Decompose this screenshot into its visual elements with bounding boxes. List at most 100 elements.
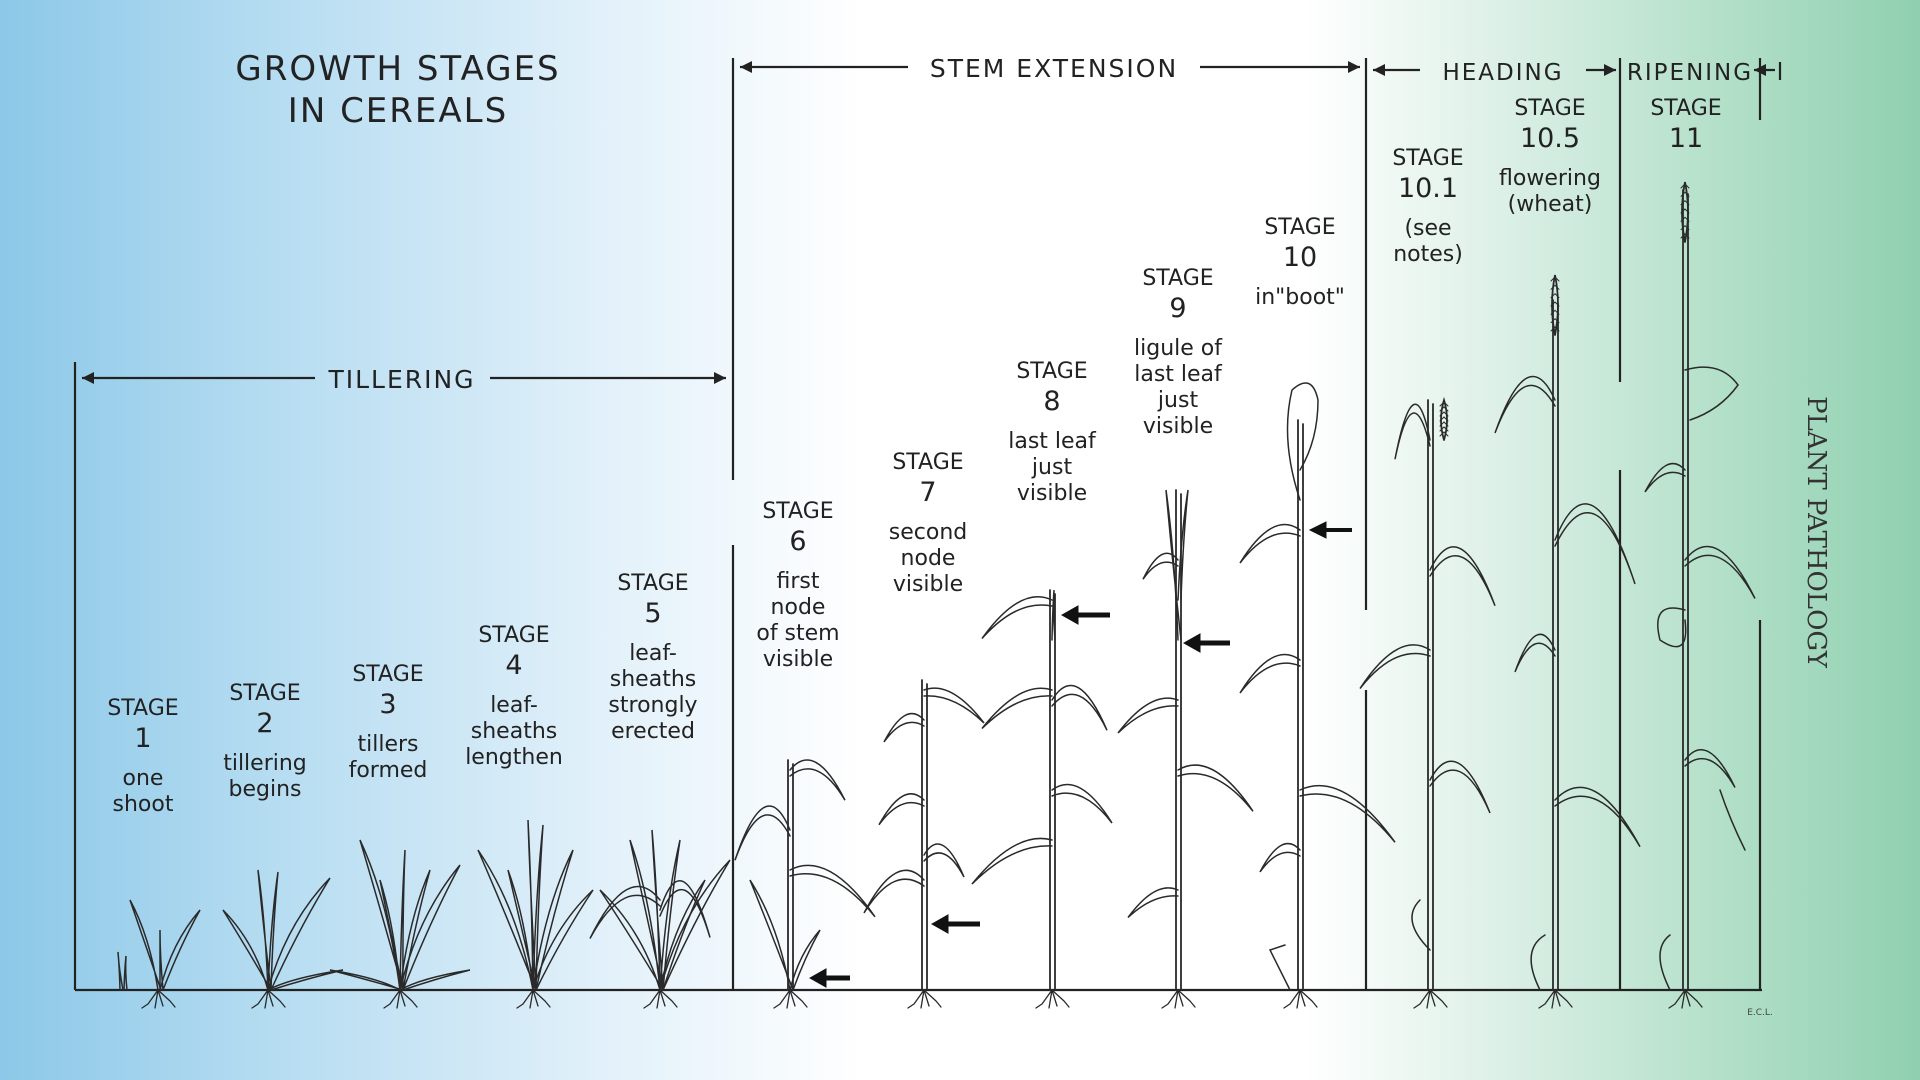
plant-stage-10-5 [1494,274,1641,1009]
plant-leaf [883,712,925,743]
plant-stem [1049,589,1056,991]
plant-ear-spikelet [1680,233,1690,239]
arrow-stage-10 [1308,521,1352,539]
stage-description-line: sheaths [610,667,696,692]
stage-number: 1 [134,723,151,754]
plant-leaf [532,824,544,991]
plant-leaf [923,687,985,724]
plant-roots [907,989,942,1009]
plant-ear-spikelet [1550,309,1560,315]
stage-description-line: tillers [357,732,418,757]
plant-leaf [329,969,404,991]
stage-word: STAGE [1142,266,1213,291]
plant-leaf [359,839,404,991]
plant-ear-spikelet [1550,326,1560,332]
stage-description-line: last leaf [1008,429,1097,454]
plant-leaf [1514,633,1556,673]
plant-leaf [1659,934,1671,991]
plant-leaf [222,909,272,991]
plant-stage-1 [117,899,201,1009]
plant-stage-9 [1117,489,1254,1009]
plant-roots [1413,989,1448,1009]
plant-leaf [1239,653,1301,694]
stage-description-line: last leaf [1134,362,1223,387]
title-line-1: GROWTH STAGES [235,49,560,89]
plant-leaf [1051,589,1056,641]
plant-leaf [257,869,272,991]
plant-leaf [1644,462,1686,493]
arrow-stage-7 [930,914,980,934]
plant-ear-spikelet [1439,431,1449,437]
stage-description-line: flowering [1499,166,1601,191]
arrow-stage-8 [1060,605,1110,625]
plant-stage-4 [477,819,594,1009]
plant-leaf [1554,503,1636,585]
plant-leaf [532,889,594,991]
stage-description-line: notes) [1393,242,1463,267]
plant-leaf [659,859,731,991]
stage-description-line: leaf- [629,641,677,666]
plant-ear [1551,274,1559,336]
plant-leaf [1359,644,1431,689]
plant-leaf [1051,783,1113,824]
plant-leaf [789,929,821,991]
plant-leaf [1429,546,1496,607]
stage-word: STAGE [892,450,963,475]
stage-number: 9 [1169,293,1186,324]
plant-stage-11 [1644,181,1756,1009]
stage-number: 3 [379,689,396,720]
plant-stage-6 [734,759,876,1009]
plant-leaf [1165,489,1182,641]
plant-stem [1682,189,1689,991]
plant-ear-spikelet [1550,276,1560,282]
plant-leaf [1268,944,1291,991]
plant-stage-8 [971,589,1113,1009]
plant-leaf [1286,382,1319,501]
stage-number: 2 [256,708,273,739]
stage-number: 10.5 [1520,123,1580,154]
plant-roots [383,989,418,1009]
plant-ear-spikelet [1550,317,1560,324]
stage-description-line: visible [1017,481,1087,506]
plant-roots [1161,989,1196,1009]
plant-leaf [123,955,128,991]
phase-brackets [73,58,1782,992]
phase-label-heading: HEADING [1442,60,1563,86]
stage-number: 10.1 [1398,173,1458,204]
stage-labels: STAGE1oneshootSTAGE2tilleringbeginsSTAGE… [107,96,1721,817]
plant-ear-spikelet [1550,292,1560,299]
plant-leaf [629,839,664,991]
stage-description-line: (wheat) [1508,192,1593,217]
plant-ear [1681,181,1689,243]
stage-description-line: sheaths [471,719,557,744]
stage-description-line: just [1157,388,1199,413]
plant-roots [1283,989,1318,1009]
plant-ear-spikelet [1439,421,1449,427]
plant-leaf [923,843,965,878]
plant-leaf [651,829,664,991]
stage-number: 8 [1043,386,1060,417]
plant-ear-spikelet [1680,208,1690,214]
plant-leaf [399,864,461,991]
plant-leaf [527,819,537,991]
plant-ear-spikelet [1680,216,1690,222]
plant-leaf [159,929,164,991]
plant-ear [1440,396,1448,441]
stage-word: STAGE [352,662,423,687]
plant-leaf [1684,545,1756,599]
plant-leaf [129,899,162,991]
stage-description-line: of stem [756,621,839,646]
bracket-arrowheads [82,61,1766,384]
stage-description-line: lengthen [465,745,563,770]
stage-description-line: leaf- [490,693,538,718]
stage-number: 6 [789,526,806,557]
stage-word: STAGE [617,571,688,596]
stage-description-line: second [889,520,967,545]
